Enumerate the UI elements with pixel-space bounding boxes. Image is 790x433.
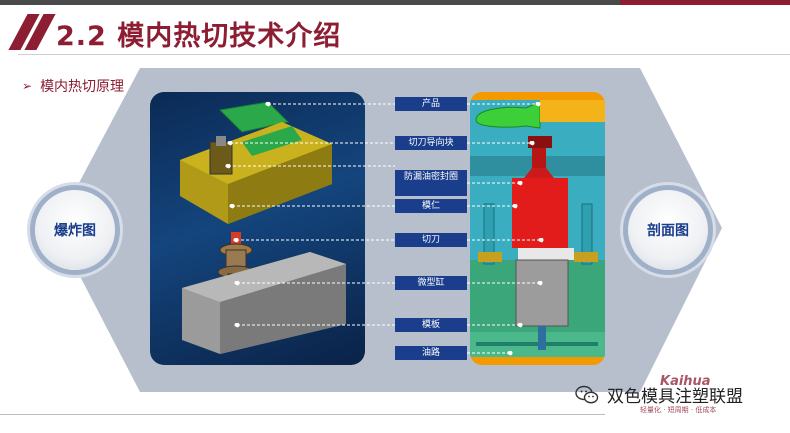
wechat-icon [575,385,599,403]
cross-section-drawing [470,100,605,357]
footer-divider [0,414,605,415]
label-oil-seal-ring: 防漏油密封圈 [395,170,467,196]
section-heading: ➢ 模内热切原理 [22,76,124,96]
watermark: 双色模具注塑联盟 [575,382,743,407]
label-product: 产品 [395,97,467,111]
exploded-view-drawing [180,101,346,354]
watermark-text: 双色模具注塑联盟 [607,387,743,407]
label-oil-circuit: 油路 [395,346,467,360]
label-cutter-guide-block: 切刀导向块 [395,136,467,150]
label-mold-core: 模仁 [395,199,467,213]
bullet-arrow-icon: ➢ [22,79,33,93]
page-title: 2.2 模内热切技术介绍 [56,21,342,52]
cross-section-badge-text: 剖面图 [647,223,689,239]
exploded-view-badge: 爆炸图 [35,190,115,270]
label-micro-cylinder: 微型缸 [395,276,467,290]
watermark-slogan: 轻量化 · 短周期 · 低成本 [640,406,717,414]
label-mold-plate: 模板 [395,318,467,332]
exploded-view-badge-text: 爆炸图 [54,223,96,239]
exploded-view-image [150,92,365,365]
title-divider [18,54,790,55]
top-bar [0,0,790,5]
watermark-logo: Kaihua [660,374,711,389]
top-bar-accent [620,0,790,5]
cross-section-image [470,92,605,365]
label-cutter: 切刀 [395,233,467,247]
cross-section-badge: 剖面图 [628,190,708,270]
section-heading-text: 模内热切原理 [40,79,125,95]
